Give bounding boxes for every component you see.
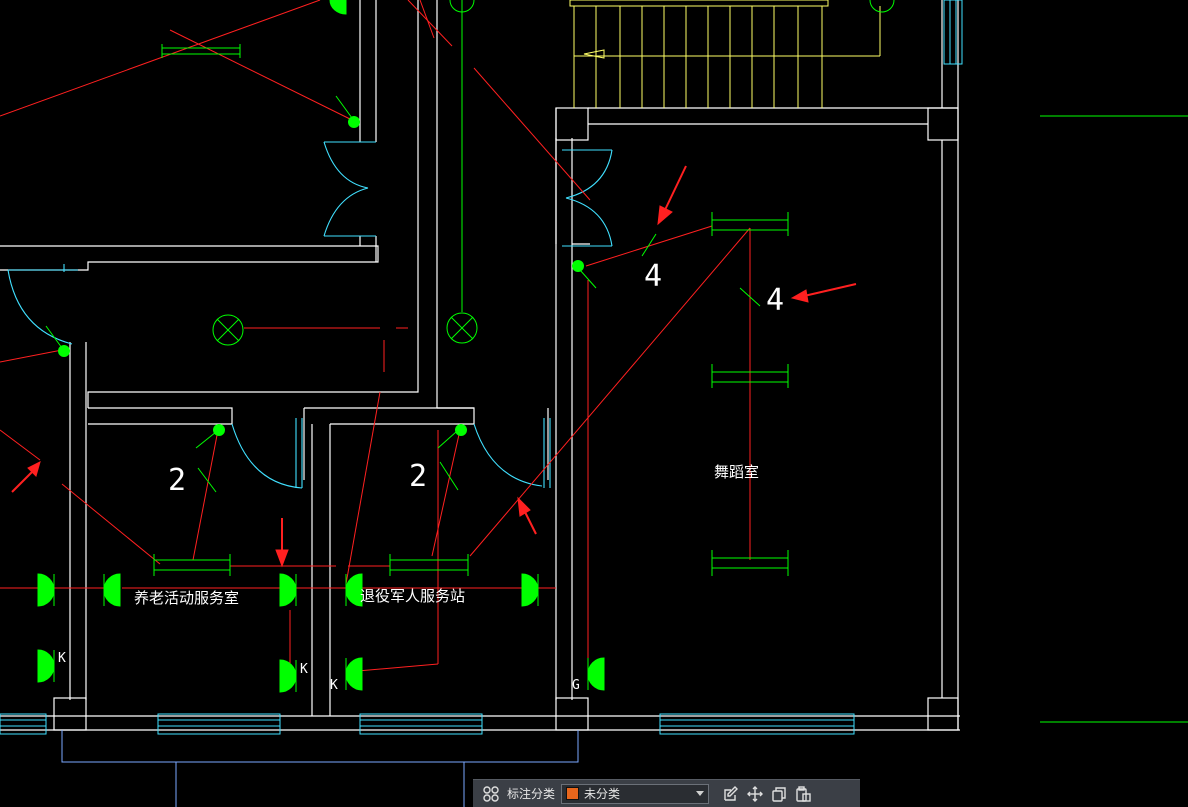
fluorescent-light [711, 212, 789, 236]
edit-icon[interactable] [719, 783, 743, 805]
fluorescent-light [161, 44, 241, 58]
category-label: 标注分类 [507, 787, 556, 801]
copy-icon[interactable] [767, 783, 791, 805]
switches [58, 116, 584, 436]
arrow-down [275, 518, 289, 568]
switch [58, 345, 70, 357]
room-label-veteran: 退役军人服务站 [360, 587, 465, 605]
wiring [0, 0, 751, 673]
switch [455, 424, 467, 436]
arrow-circuit-4-a [657, 165, 687, 226]
switch-letter: G [572, 678, 580, 693]
socket [521, 573, 539, 607]
socket [279, 573, 297, 607]
socket [345, 657, 363, 691]
sockets [37, 0, 605, 693]
fluorescent-light [711, 364, 789, 388]
category-value: 未分类 [584, 787, 621, 801]
switch-letters: K K K G [58, 651, 580, 693]
staircase [569, 0, 881, 108]
room-label-elderly: 养老活动服务室 [134, 589, 239, 607]
chevron-down-icon [696, 791, 705, 796]
switch-letter: K [330, 678, 338, 693]
room-labels: 养老活动服务室 退役军人服务站 舞蹈室 [134, 463, 759, 607]
socket [37, 649, 55, 683]
grid-icon[interactable] [479, 783, 503, 805]
socket [37, 573, 55, 607]
room-label-dance: 舞蹈室 [714, 463, 759, 481]
circuit-number: 4 [644, 259, 662, 294]
windows [0, 0, 963, 735]
doors [7, 141, 613, 489]
socket [329, 0, 347, 15]
paste-icon[interactable] [791, 783, 815, 805]
arrow-left [11, 461, 41, 493]
circuit-number: 2 [409, 459, 427, 494]
fluorescent-light [153, 554, 231, 576]
switch [213, 424, 225, 436]
category-select[interactable]: 未分类 [561, 783, 710, 804]
light-fixtures [45, 0, 1188, 723]
switch-letter: K [300, 662, 308, 677]
switch [348, 116, 360, 128]
ceiling-lamp [869, 0, 895, 13]
circuit-number: 2 [168, 463, 186, 498]
category-color-swatch [566, 787, 580, 800]
external-lines [61, 730, 579, 807]
socket [103, 573, 121, 607]
move-icon[interactable] [743, 783, 767, 805]
socket [279, 659, 297, 693]
socket [345, 573, 363, 607]
switch [572, 260, 584, 272]
ceiling-lamp [212, 314, 244, 346]
arrow-up [517, 496, 537, 535]
socket [587, 657, 605, 691]
switch-letter: K [58, 651, 66, 666]
ceiling-lamp [446, 312, 478, 344]
walls [0, 0, 960, 731]
arrow-circuit-4-b [790, 283, 857, 303]
circuit-number: 4 [766, 283, 784, 318]
fluorescent-light [711, 550, 789, 576]
circuit-numbers: 2 2 4 4 [168, 259, 784, 498]
fluorescent-light [389, 554, 469, 576]
annotation-toolbar: 标注分类 未分类 [473, 779, 860, 807]
annotation-arrows [11, 165, 857, 568]
